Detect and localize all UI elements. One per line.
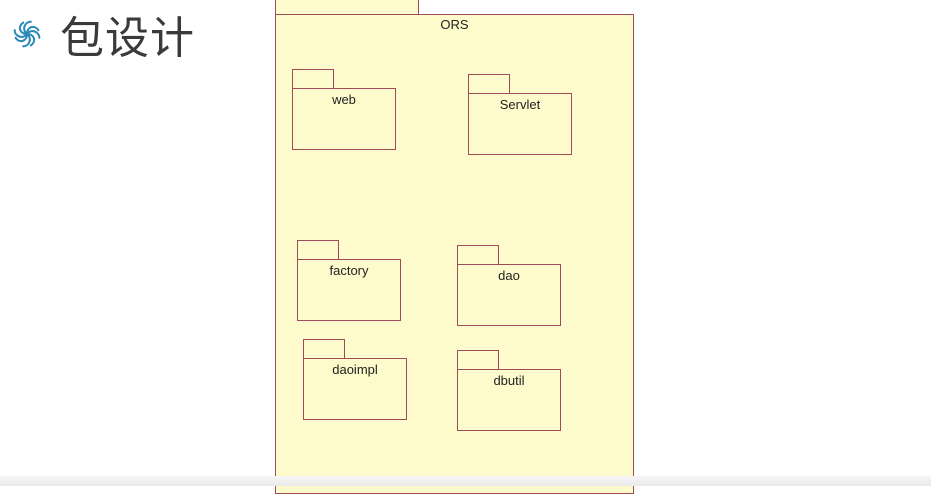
servlet-package-tab bbox=[468, 74, 510, 94]
page-title: 包设计 bbox=[60, 13, 195, 64]
web-package-tab bbox=[292, 69, 334, 89]
slide-title: 包设计 bbox=[8, 4, 195, 64]
bottom-edge-shade bbox=[0, 476, 931, 486]
ors-package-tab bbox=[275, 0, 419, 15]
daoimpl-package-tab bbox=[303, 339, 345, 359]
dao-package: dao bbox=[457, 264, 561, 326]
servlet-package-label: Servlet bbox=[499, 97, 541, 112]
factory-package-tab bbox=[297, 240, 339, 260]
ors-package-label: ORS bbox=[440, 17, 469, 32]
factory-package: factory bbox=[297, 259, 401, 321]
dbutil-package-tab bbox=[457, 350, 499, 370]
dao-package-tab bbox=[457, 245, 499, 265]
dao-package-label: dao bbox=[498, 268, 520, 283]
spiral-swirl-icon bbox=[13, 20, 41, 48]
web-package: web bbox=[292, 88, 396, 150]
servlet-package: Servlet bbox=[468, 93, 572, 155]
dbutil-package-label: dbutil bbox=[493, 373, 525, 388]
web-package-label: web bbox=[332, 92, 356, 107]
daoimpl-package-label: daoimpl bbox=[332, 362, 378, 377]
daoimpl-package: daoimpl bbox=[303, 358, 407, 420]
factory-package-label: factory bbox=[329, 263, 369, 278]
dbutil-package: dbutil bbox=[457, 369, 561, 431]
